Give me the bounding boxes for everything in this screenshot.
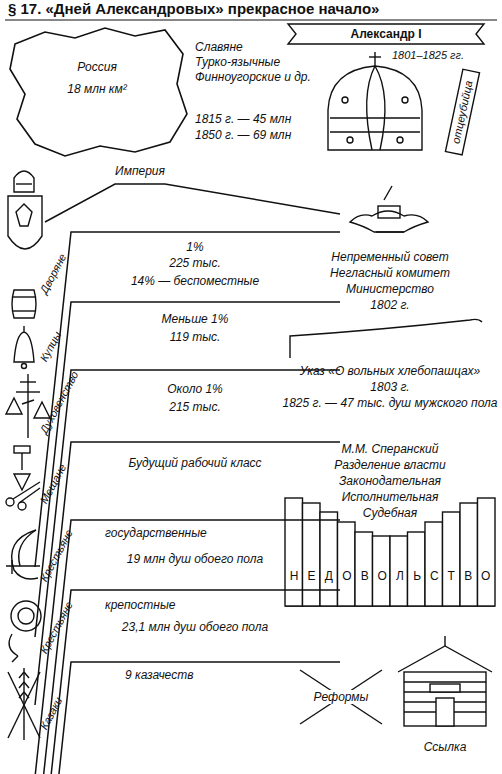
estate-name: Крестьяне [37,527,76,584]
townsman-tools-icon [6,446,40,510]
ruler-banner: Александр I [288,24,484,44]
wall-letters: НЕДОВОЛЬСТВО [290,569,500,583]
state-peasant-sickle-icon [6,530,40,579]
estate-band: Казаки 9 казачеств [5,662,340,738]
noble-shield-icon [8,171,42,249]
text-label: Исполнительная [342,490,439,504]
text-label: 1803 г. [370,380,409,394]
text-label: 225 тыс. [169,256,221,270]
text-label: 1802 г. [370,298,409,312]
inkwell-icon [350,186,428,232]
text-label: Финноугорские и др. [195,70,311,84]
text-label: Судебная [363,506,417,520]
text-label: Законодательная [339,474,441,488]
text-label: Будущий рабочий класс [128,456,261,470]
text-label: 1850 г. — 69 млн [195,128,291,142]
sash-band [445,69,479,155]
text-label: Министерство [346,282,434,296]
text-label: крепостные [105,598,175,612]
text-label: 1825 г. — 47 тыс. душ мужского пола [283,396,498,410]
text-label: 9 казачеств [125,668,193,682]
text-label: 215 тыс. [169,400,221,414]
estate-band: Дворяне1%225 тыс.14% — беспоместные [5,232,340,302]
estate-name: Купцы [37,329,65,364]
text-label: Негласный комитет [330,266,450,280]
estate-name: Крестьяне [37,599,76,656]
text-label: Ссылка [424,740,467,754]
title-rule [5,20,497,21]
text-label: 14% — беспоместные [131,274,259,288]
cross-out-mark [300,670,382,724]
crown-icon [328,52,422,150]
estate-name: Духовенство [37,369,82,436]
sash-label: отцеубийца [448,79,475,145]
map-region: Россия 18 млн км² [5,24,190,159]
text-label: 19 млн душ обоего пола [127,552,263,566]
text-label: Славяне [195,40,243,54]
text-label: 1815 г. — 45 млн [195,112,291,126]
estate-name: Казаки [37,695,66,732]
text-label: Разделение власти [334,458,445,472]
text-label: государственные [105,526,207,540]
estate-band: МещанеБудущий рабочий класс [5,442,340,512]
area-value: 18 млн км² [67,82,127,96]
text-label: 119 тыс. [170,330,221,344]
text-label: Непременный совет [331,250,448,264]
izba-icon [398,636,492,726]
region-name: Россия [77,60,117,74]
text-label: 23,1 млн душ обоего пола [122,620,268,634]
empire-roof-outline [5,160,340,224]
ruler-name: Александр I [350,27,421,41]
text-label: Указ «О вольных хлебопашцах» [300,364,481,378]
crossed-word: Реформы [311,690,372,704]
page-title: § 17. «Дней Александровых» прекрасное на… [8,2,379,16]
roof-title: Империя [115,164,165,178]
text-label: Меньше 1% [162,312,229,326]
text-label: 1% [186,240,203,254]
text-label: Турко-язычные [195,55,280,69]
reign-years: 1801–1825 гг. [392,48,464,62]
estate-band: Крестьяне крепостные 23,1 млн душ обоего п… [5,590,340,662]
text-label: Около 1% [167,382,223,396]
person-name: М.М. Сперанский [342,442,439,456]
decree-curve [290,319,482,358]
estate-band: Купцы Меньше 1% 119 тыс. [5,302,340,370]
empire-roof: Империя [5,160,340,224]
merchant-barrel-icon [12,290,36,369]
